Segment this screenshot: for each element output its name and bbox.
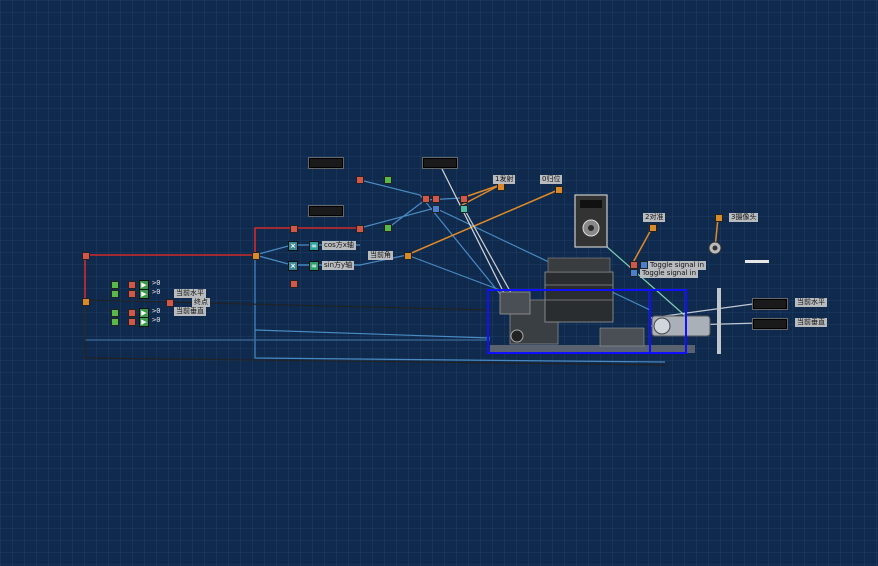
left-node-g4[interactable] (111, 318, 119, 326)
value-4: >0 (152, 316, 161, 324)
node-green-2[interactable] (384, 224, 392, 232)
label-cur-vertical-left: 当前垂直 (174, 307, 206, 316)
gear-box (599, 327, 645, 347)
orange-wire-3 (461, 184, 501, 206)
label-fire: 1发射 (493, 175, 516, 184)
cos-node[interactable]: ∞ (309, 241, 319, 251)
selection-box-2 (649, 289, 687, 354)
node-camera[interactable] (715, 214, 723, 222)
value-1: >0 (152, 279, 161, 287)
vertical-post (717, 288, 721, 354)
red-wire (85, 227, 360, 256)
blue-wire-3 (254, 255, 666, 363)
node-fire[interactable] (497, 183, 505, 191)
node-red-6[interactable] (422, 195, 430, 203)
node-angle[interactable] (404, 252, 412, 260)
left-node-r1[interactable] (128, 281, 136, 289)
left-node-g2[interactable] (111, 290, 119, 298)
dark-wire-1 (84, 299, 491, 311)
node-red-3[interactable] (356, 225, 364, 233)
label-aim: 2对准 (643, 213, 666, 222)
camera-device[interactable] (574, 194, 608, 248)
node-aim[interactable] (649, 224, 657, 232)
motor-end (653, 317, 671, 335)
multiply-node-2[interactable]: × (288, 261, 298, 271)
label-sin-y: sin方y轴 (322, 261, 355, 270)
play-icon-2[interactable]: ▶ (139, 289, 149, 299)
node-blue-1[interactable] (432, 205, 440, 213)
machine-assembly[interactable] (487, 257, 721, 354)
value-2: >0 (152, 288, 161, 296)
label-cur-horizontal-right: 当前水平 (795, 298, 827, 307)
blue-wire-9 (406, 254, 501, 291)
housing-top (547, 257, 611, 273)
left-node-g1[interactable] (111, 281, 119, 289)
sin-node[interactable]: ∞ (309, 261, 319, 271)
node-red-4[interactable] (290, 280, 298, 288)
node-toggle-2[interactable] (640, 261, 648, 269)
display-right-vertical[interactable] (752, 318, 788, 330)
node-red-7[interactable] (432, 195, 440, 203)
label-toggle-2: Toggle signal in (640, 269, 699, 278)
display-1[interactable] (308, 157, 344, 169)
label-end-left: 终点 (192, 298, 210, 307)
node-reset[interactable] (555, 186, 563, 194)
node-junction[interactable] (252, 252, 260, 260)
display-3[interactable] (308, 205, 344, 217)
left-node-g3[interactable] (111, 309, 119, 317)
engine-wheel (510, 329, 524, 343)
display-2[interactable] (422, 157, 458, 169)
left-node-r4[interactable] (128, 318, 136, 326)
multiply-node-1[interactable]: × (288, 241, 298, 251)
node-red-left[interactable] (82, 252, 90, 260)
node-left-bus[interactable] (82, 298, 90, 306)
dark-wire-2 (84, 300, 666, 366)
engine-top (499, 291, 531, 315)
node-toggle-1[interactable] (630, 261, 638, 269)
label-cos-x: cos方x轴 (322, 241, 356, 250)
label-current-angle: 当前角 (368, 251, 393, 260)
sensor[interactable] (708, 241, 722, 255)
node-teal-1[interactable] (460, 205, 468, 213)
barrel-housing (544, 271, 614, 323)
label-reset: 0归位 (540, 175, 563, 184)
orange-wire-2 (461, 184, 501, 199)
value-3: >0 (152, 307, 161, 315)
node-green-1[interactable] (384, 176, 392, 184)
left-node-r3[interactable] (128, 309, 136, 317)
left-node-r2[interactable] (128, 290, 136, 298)
node-red-mid[interactable] (290, 225, 298, 233)
white-wire-2 (461, 204, 516, 301)
node-red-5[interactable] (356, 176, 364, 184)
node-toggle-3[interactable] (630, 269, 638, 277)
left-node-end[interactable] (166, 299, 174, 307)
node-red-8[interactable] (460, 195, 468, 203)
orange-wire-1 (406, 189, 559, 256)
light-bar[interactable] (745, 260, 769, 263)
blue-wire-6 (359, 179, 506, 301)
display-right-horizontal[interactable] (752, 298, 788, 310)
white-wire-1 (439, 164, 506, 296)
machine-base (490, 345, 695, 353)
play-icon-4[interactable]: ▶ (139, 317, 149, 327)
label-camera: 3摄像头 (729, 213, 759, 222)
label-toggle-1: Toggle signal in (648, 261, 707, 270)
label-cur-vertical-right: 当前垂直 (795, 318, 827, 327)
label-cur-horizontal-left: 当前水平 (174, 289, 206, 298)
blue-wire-4 (254, 329, 491, 339)
